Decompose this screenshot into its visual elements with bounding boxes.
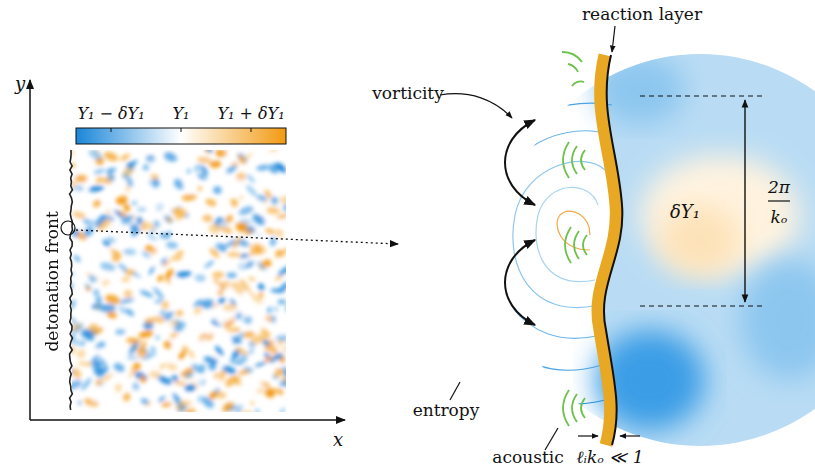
annotation-label: entropy [413,401,480,420]
acoustic-waves [562,52,587,426]
colorbar [76,128,286,144]
math-label: δY₁ [670,202,700,222]
fraction-bar [768,200,790,201]
math-label: kₒ [771,208,788,227]
math-label: ℓᵢkₒ ≪ 1 [577,448,644,467]
annotation-label: reaction layer [582,5,702,24]
leader-line [440,94,512,118]
x-axis [30,419,345,421]
math-label: Y₁ [173,105,190,123]
vertical-label: detonation front [43,211,62,351]
vortex-arrow [505,240,535,325]
math-label: x [333,430,343,450]
detonation-front [70,150,73,410]
dimension-line [744,100,745,302]
annotation-label: vorticity [372,84,444,103]
mass-fraction-field [72,150,286,412]
annotation-label: acoustic [492,448,563,467]
math-label: Y₁ + δY₁ [217,105,284,123]
math-label: y [15,74,25,94]
zoom-disc [435,40,815,460]
vortex-arrow [505,120,535,205]
y-axis [29,80,31,420]
math-label: 2π [768,178,790,197]
math-label: Y₁ − δY₁ [77,105,144,123]
zoom-marker [61,221,75,235]
zoom-arrow [76,230,398,244]
